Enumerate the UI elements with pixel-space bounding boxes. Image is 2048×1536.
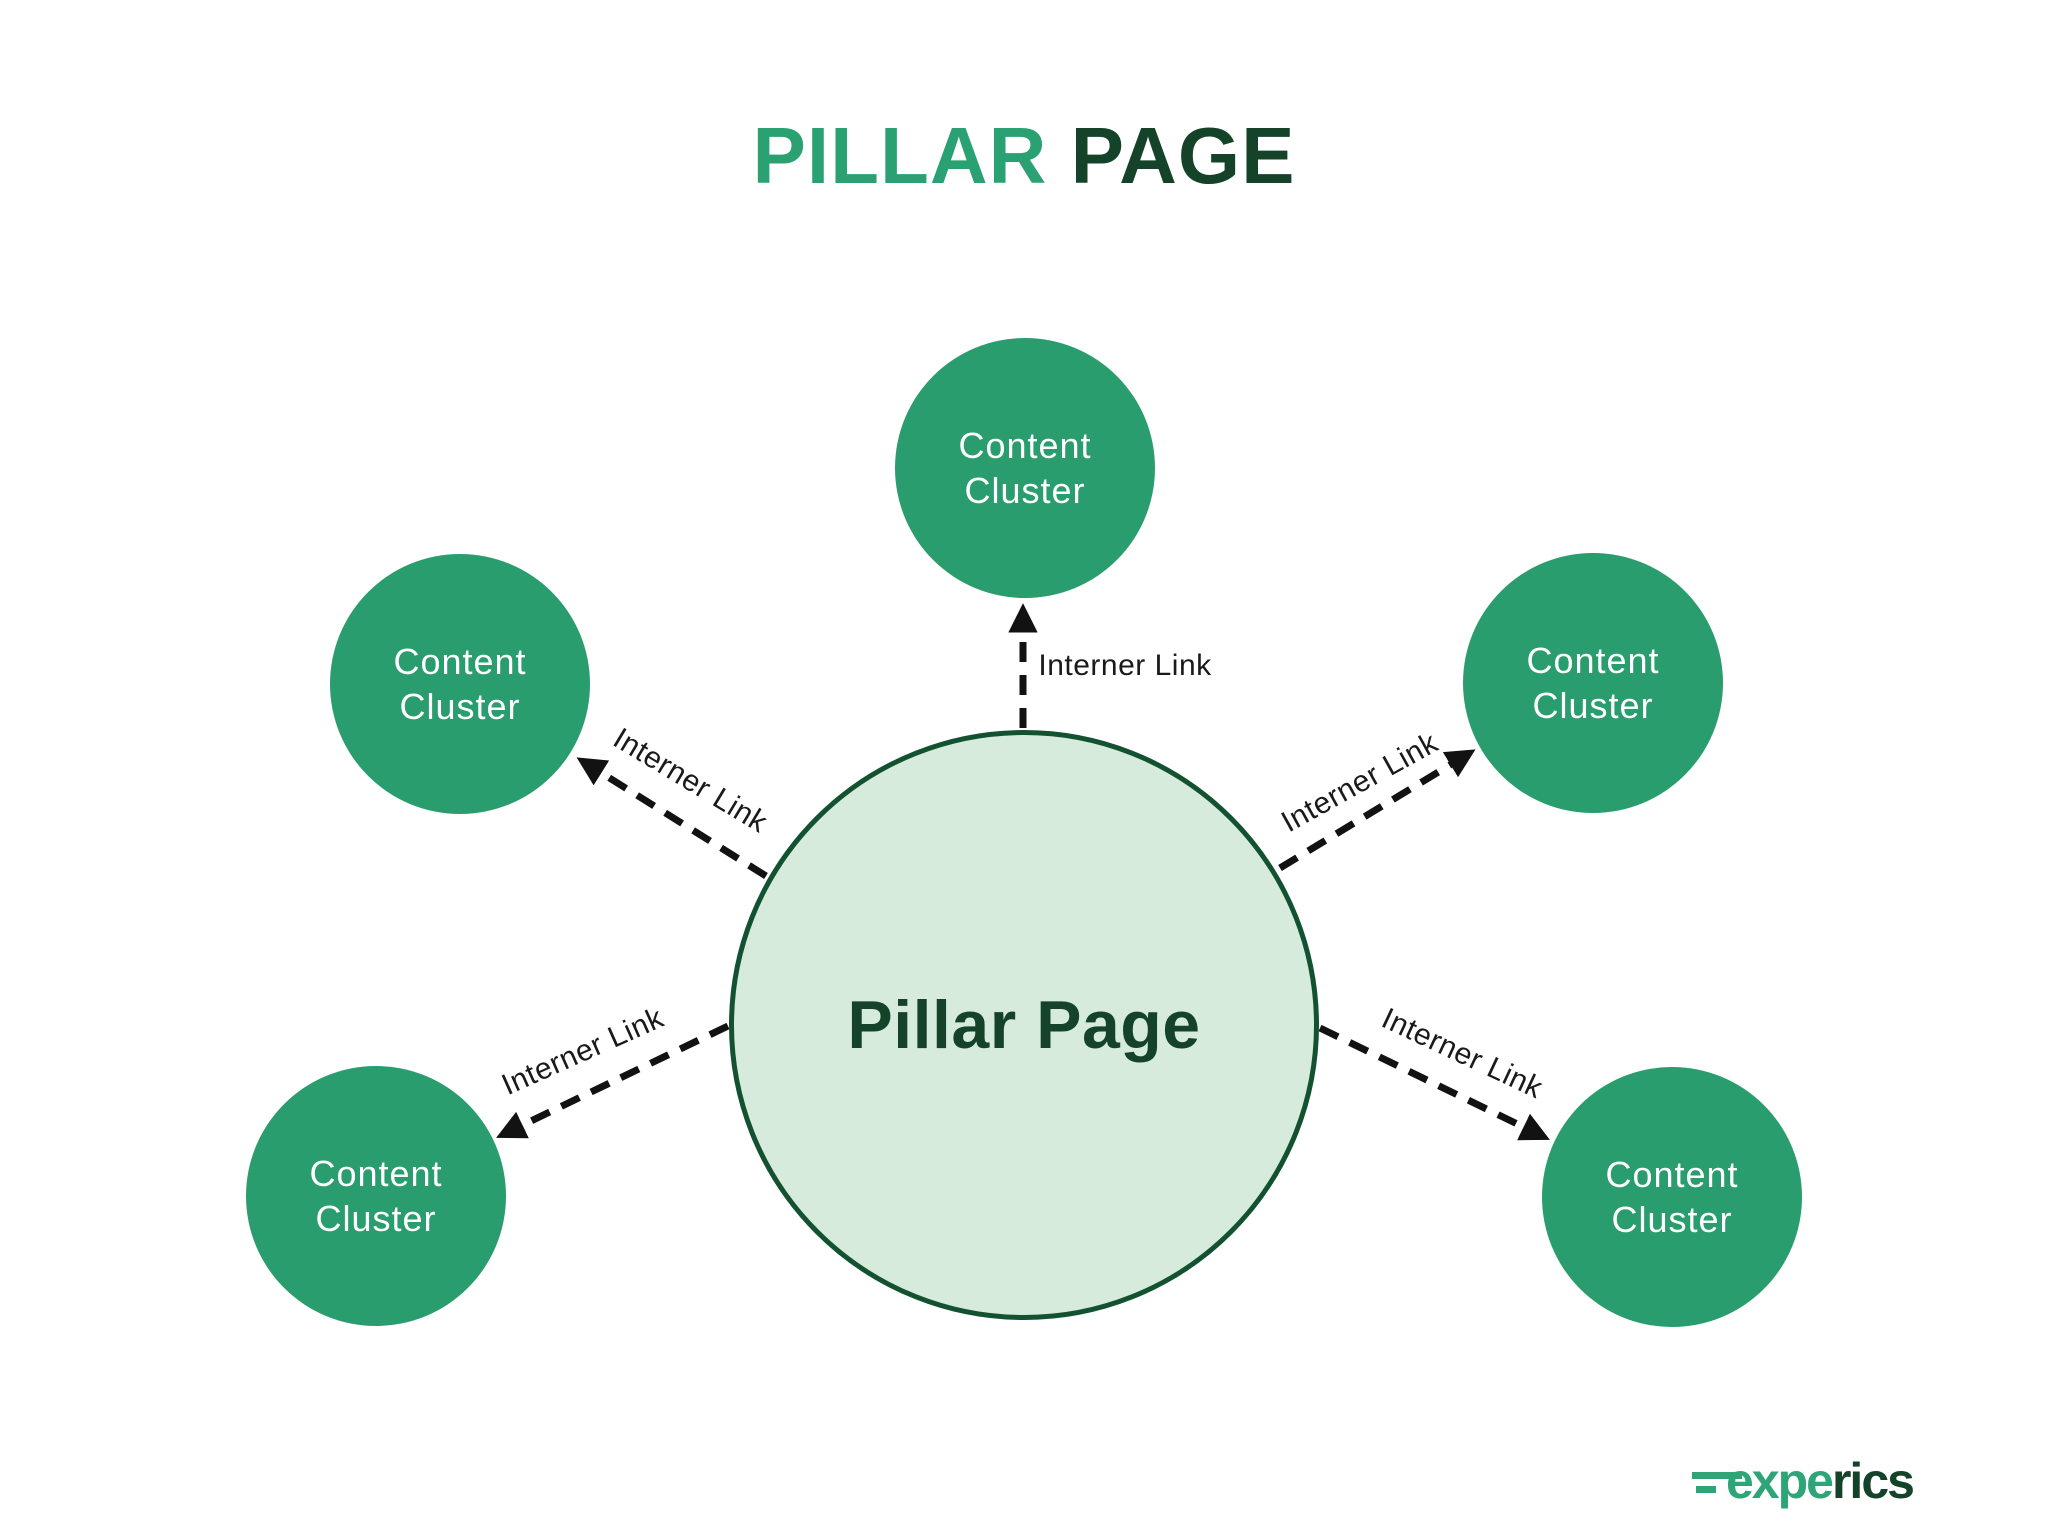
page-title-dark-part: PAGE [1070,111,1296,200]
page-title: PILLAR PAGE [0,116,2048,196]
content-cluster-node-upper-left: Content Cluster [330,554,590,814]
cluster-label-line: Cluster [1611,1199,1733,1240]
cluster-label-line: Content [1526,640,1660,681]
internal-link-arrow-upper-left [576,757,768,879]
pillar-page-node-label: Pillar Page [847,987,1201,1063]
experics-logo-text: experics [1726,1450,1915,1512]
internal-link-arrow-lower-right [1318,1024,1550,1141]
cluster-label-line: Content [309,1153,443,1194]
experics-logo-mark-icon [1690,1450,1742,1512]
content-cluster-node-upper-right: Content Cluster [1463,553,1723,813]
content-cluster-node-top: Content Cluster [895,338,1155,598]
experics-logo: experics [1690,1450,1915,1512]
page-title-green-part: PILLAR [752,111,1048,200]
link-label-top: Interner Link [1038,649,1212,682]
internal-link-arrow-upper-right [1278,749,1476,871]
cluster-label-line: Cluster [964,470,1086,511]
content-cluster-node-lower-right: Content Cluster [1542,1067,1802,1327]
cluster-label-line: Content [1605,1154,1739,1195]
cluster-label-line: Cluster [315,1198,437,1239]
content-cluster-node-lower-left: Content Cluster [246,1066,506,1326]
logo-text-dark-part: rics [1831,1453,1915,1509]
cluster-label-line: Cluster [399,686,521,727]
cluster-label-line: Content [958,425,1092,466]
cluster-label-line: Cluster [1532,685,1654,726]
logo-text-green-part: expe [1726,1453,1834,1509]
cluster-label-line: Content [393,641,527,682]
internal-link-arrow-lower-left [496,1022,730,1139]
pillar-page-node: Pillar Page [729,730,1319,1320]
